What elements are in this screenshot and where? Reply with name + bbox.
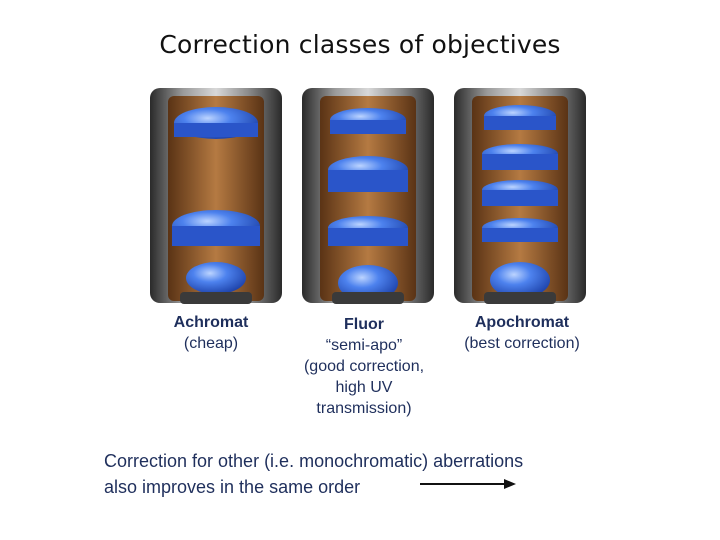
lens [330,120,406,134]
fluor-label: Fluor “semi-apo” (good correction, high … [290,314,438,419]
barrel-tip [484,292,556,304]
achromat-objective [150,88,282,304]
lens [328,228,408,246]
lens [490,262,550,298]
objective-note: transmission) [316,400,412,417]
objective-name: Achromat [173,314,249,331]
objective-note: (best correction) [464,335,580,352]
order-arrow [420,479,516,489]
lens [482,190,558,206]
lens [174,123,258,137]
footer-line-1: Correction for other (i.e. monochromatic… [104,451,524,471]
achromat-label: Achromat (cheap) [150,312,272,354]
slide-title: Correction classes of objectives [159,30,561,59]
apochromat-objective [454,88,586,304]
objective-note: high UV [335,379,393,396]
lens [186,262,246,294]
barrel-tip [180,292,252,304]
lens [482,228,558,242]
lens [172,226,260,246]
objective-name: Apochromat [474,314,570,331]
barrel-tip [332,292,404,304]
barrel-inner [320,96,416,301]
objectives-illustration [150,88,586,304]
apochromat-label: Apochromat (best correction) [452,312,592,354]
lens [328,170,408,192]
objective-note: (cheap) [183,335,239,352]
objective-name: Fluor [344,316,384,333]
lens [482,154,558,170]
fluor-objective [302,88,434,304]
barrel-inner [168,96,264,301]
objective-note: “semi-apo” [325,337,403,354]
objective-note: (good correction, [303,358,425,375]
footer-note: Correction for other (i.e. monochromatic… [104,448,664,500]
lens [484,116,556,130]
footer-line-2: also improves in the same order [104,477,361,497]
